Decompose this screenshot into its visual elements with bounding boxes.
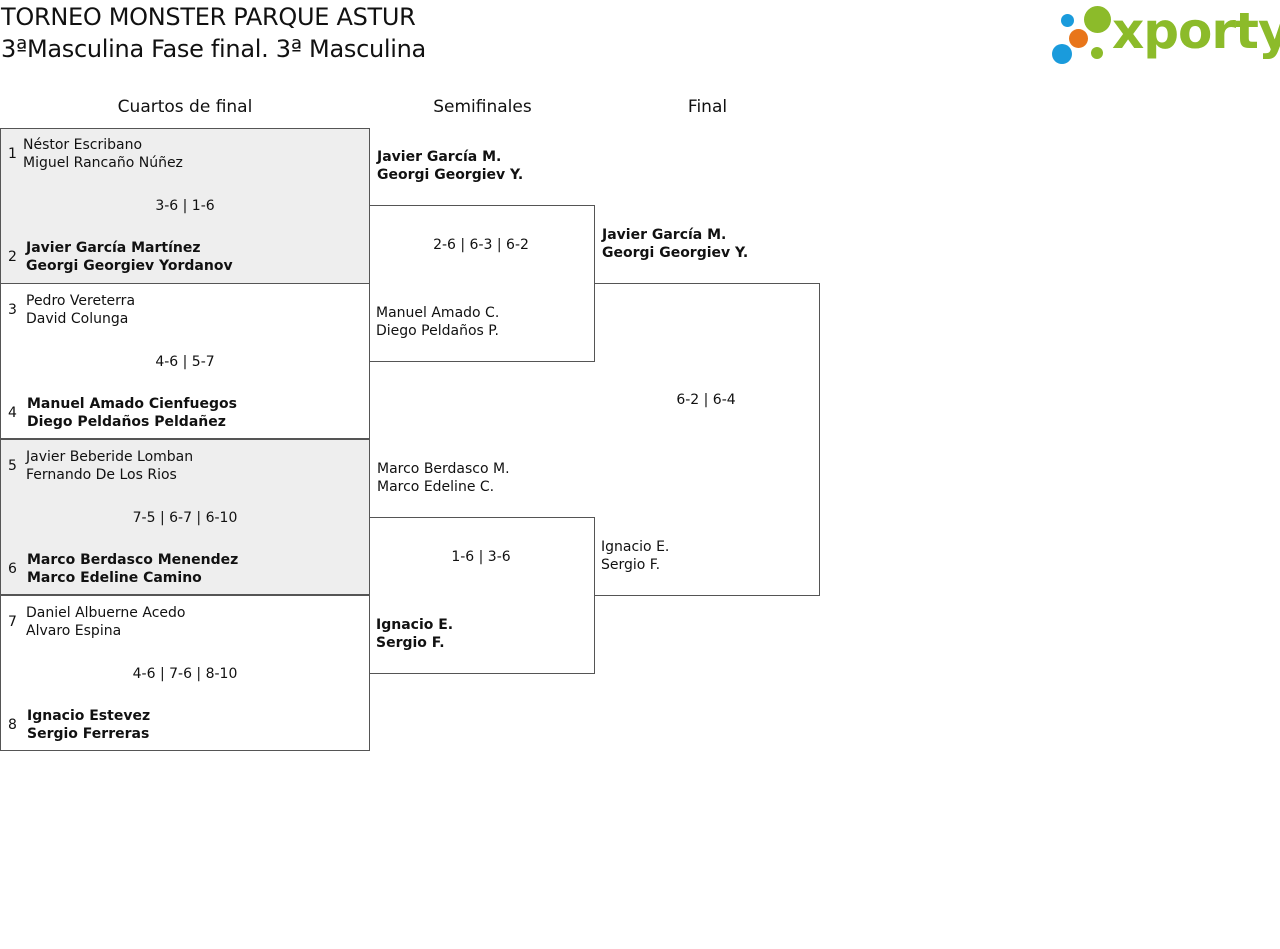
logo-wordmark: xporty <box>1112 2 1280 60</box>
seed-number: 7 <box>8 614 17 630</box>
match-score: 2-6 | 6-3 | 6-2 <box>433 237 529 253</box>
player-name: Néstor Escribano <box>23 137 143 153</box>
player-name: Manuel Amado C. <box>376 305 500 321</box>
player-name: Fernando De Los Rios <box>26 467 177 483</box>
semifinal-2-team-a: Marco Berdasco M. Marco Edeline C. <box>377 460 510 496</box>
match-score: 1-6 | 3-6 <box>451 549 511 565</box>
seed-number: 4 <box>8 405 17 421</box>
team-pair: Ignacio E. Sergio F. <box>601 538 669 574</box>
round-header-semifinals: Semifinales <box>433 97 532 117</box>
match-score: 4-6 | 7-6 | 8-10 <box>132 666 238 682</box>
player-name: Pedro Vereterra <box>26 293 136 309</box>
quarterfinal-match-4: 7 Daniel Albuerne Acedo Alvaro Espina 4-… <box>0 595 370 751</box>
player-name: Alvaro Espina <box>26 623 122 639</box>
seed-number: 2 <box>8 249 17 265</box>
round-header-final: Final <box>687 97 728 117</box>
logo-dot-green-small <box>1091 47 1103 59</box>
match-score: 3-6 | 1-6 <box>155 198 215 214</box>
logo-dot-green <box>1084 6 1111 33</box>
semifinal-match-1: 2-6 | 6-3 | 6-2 Manuel Amado C. Diego Pe… <box>369 205 595 362</box>
player-name: Sergio F. <box>376 635 445 651</box>
player-name: Daniel Albuerne Acedo <box>26 605 186 621</box>
final-winner: Javier García M. Georgi Georgiev Y. <box>602 226 748 262</box>
final-match: 6-2 | 6-4 Ignacio E. Sergio F. <box>594 283 820 596</box>
player-name: Diego Peldaños Peldañez <box>27 414 226 430</box>
player-name: Javier García M. <box>602 227 727 243</box>
player-name: Javier García M. <box>377 149 502 165</box>
logo-dot-orange <box>1069 29 1088 48</box>
seed-number: 1 <box>8 146 17 162</box>
team-pair: Néstor Escribano Miguel Rancaño Núñez <box>23 136 183 172</box>
logo-dot-blue-small <box>1061 14 1074 27</box>
quarterfinal-match-2: 3 Pedro Vereterra David Colunga 4-6 | 5-… <box>0 283 370 439</box>
logo-dot-blue <box>1052 44 1072 64</box>
player-name: Georgi Georgiev Yordanov <box>26 258 233 274</box>
player-name: David Colunga <box>26 311 129 327</box>
winning-team-pair: Javier García Martínez Georgi Georgiev Y… <box>26 239 233 275</box>
round-header-quarterfinals: Cuartos de final <box>117 97 253 117</box>
player-name: Ignacio Estevez <box>27 708 151 724</box>
seed-number: 8 <box>8 717 17 733</box>
team-pair: Javier Beberide Lomban Fernando De Los R… <box>26 448 193 484</box>
player-name: Sergio Ferreras <box>27 726 150 742</box>
semifinal-match-2: 1-6 | 3-6 Ignacio E. Sergio F. <box>369 517 595 674</box>
seed-number: 6 <box>8 561 17 577</box>
team-pair: Pedro Vereterra David Colunga <box>26 292 135 328</box>
player-name: Marco Berdasco Menendez <box>27 552 239 568</box>
match-score: 7-5 | 6-7 | 6-10 <box>132 510 238 526</box>
semifinal-1-winner: Javier García M. Georgi Georgiev Y. <box>377 148 523 184</box>
winning-team-pair: Marco Berdasco Menendez Marco Edeline Ca… <box>27 551 238 587</box>
player-name: Marco Edeline Camino <box>27 570 202 586</box>
player-name: Marco Edeline C. <box>377 479 495 495</box>
winning-team-pair: Ignacio Estevez Sergio Ferreras <box>27 707 150 743</box>
player-name: Sergio F. <box>601 557 661 573</box>
player-name: Georgi Georgiev Y. <box>602 245 749 261</box>
seed-number: 5 <box>8 458 17 474</box>
tournament-title: TORNEO MONSTER PARQUE ASTUR <box>1 3 416 31</box>
match-score: 4-6 | 5-7 <box>155 354 215 370</box>
match-score: 6-2 | 6-4 <box>676 392 736 408</box>
player-name: Ignacio E. <box>601 539 670 555</box>
player-name: Georgi Georgiev Y. <box>377 167 524 183</box>
winning-team-pair: Manuel Amado Cienfuegos Diego Peldaños P… <box>27 395 237 431</box>
tournament-subtitle: 3ªMasculina Fase final. 3ª Masculina <box>1 35 426 63</box>
quarterfinal-match-1: 1 Néstor Escribano Miguel Rancaño Núñez … <box>0 128 370 284</box>
player-name: Javier Beberide Lomban <box>26 449 194 465</box>
seed-number: 3 <box>8 302 17 318</box>
player-name: Ignacio E. <box>376 617 454 633</box>
player-name: Marco Berdasco M. <box>377 461 510 477</box>
xporty-logo: xporty <box>1050 2 1280 68</box>
team-pair: Daniel Albuerne Acedo Alvaro Espina <box>26 604 185 640</box>
player-name: Diego Peldaños P. <box>376 323 499 339</box>
player-name: Manuel Amado Cienfuegos <box>27 396 237 412</box>
team-pair: Manuel Amado C. Diego Peldaños P. <box>376 304 499 340</box>
quarterfinal-match-3: 5 Javier Beberide Lomban Fernando De Los… <box>0 439 370 595</box>
winning-team-pair: Ignacio E. Sergio F. <box>376 616 453 652</box>
player-name: Miguel Rancaño Núñez <box>23 155 183 171</box>
player-name: Javier García Martínez <box>26 240 201 256</box>
